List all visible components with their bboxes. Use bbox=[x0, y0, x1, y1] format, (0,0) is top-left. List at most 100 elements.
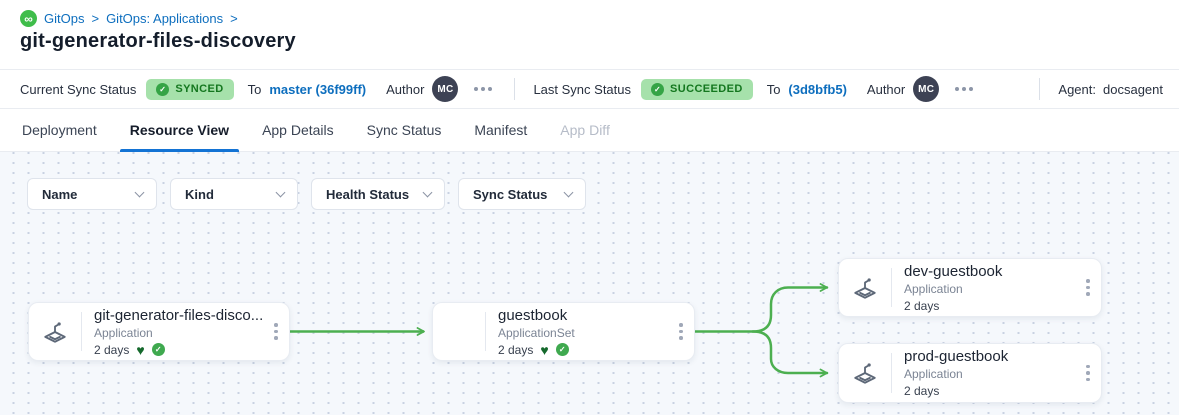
tab-deployment[interactable]: Deployment bbox=[22, 122, 97, 138]
check-circle-icon: ✓ bbox=[651, 82, 665, 96]
app-node-prod-guestbook[interactable]: prod-guestbook Application 2 days bbox=[838, 343, 1102, 403]
current-revision-link[interactable]: master (36f99ff) bbox=[269, 81, 367, 97]
ellipsis-icon bbox=[488, 87, 493, 91]
node-kebab-menu[interactable] bbox=[263, 323, 289, 340]
current-more-options-button[interactable] bbox=[470, 83, 496, 95]
node-kind: ApplicationSet bbox=[498, 325, 575, 340]
node-text: prod-guestbook Application 2 days bbox=[892, 341, 1075, 405]
agent-value: docsagent bbox=[1103, 81, 1163, 97]
tab-sync-status[interactable]: Sync Status bbox=[366, 122, 442, 138]
last-sync-status-badge: ✓ SUCCEEDED bbox=[641, 78, 753, 100]
app-node-git-generator[interactable]: git-generator-files-disco... Application… bbox=[28, 302, 290, 361]
node-kebab-menu[interactable] bbox=[668, 323, 694, 340]
application-icon bbox=[29, 319, 81, 345]
kebab-dot bbox=[274, 329, 278, 334]
health-heart-icon: ♥ bbox=[136, 341, 145, 358]
current-to-label: To bbox=[247, 81, 262, 97]
resource-graph-canvas[interactable]: Name Kind Health Status Sync Status bbox=[0, 152, 1179, 415]
kebab-dot bbox=[1086, 285, 1090, 290]
node-age: 2 days bbox=[904, 384, 940, 398]
last-revision-link[interactable]: (3d8bfb5) bbox=[788, 81, 847, 97]
filter-kind-label: Kind bbox=[185, 186, 214, 202]
status-bar-divider bbox=[1039, 78, 1041, 100]
node-title: git-generator-files-disco... bbox=[94, 306, 263, 324]
agent-label: Agent: bbox=[1058, 81, 1096, 97]
gitops-logo-icon: ∞ bbox=[20, 10, 37, 27]
agent-group: Agent: docsagent bbox=[1021, 78, 1163, 100]
tab-bar: Deployment Resource View App Details Syn… bbox=[0, 109, 1179, 152]
node-text: dev-guestbook Application 2 days bbox=[892, 256, 1075, 320]
ellipsis-icon bbox=[969, 87, 974, 91]
kebab-dot bbox=[679, 336, 683, 340]
tab-app-diff: App Diff bbox=[560, 122, 610, 138]
application-icon bbox=[839, 360, 891, 386]
filter-kind-dropdown[interactable]: Kind bbox=[170, 178, 298, 210]
check-circle-icon: ✓ bbox=[156, 82, 170, 96]
node-age: 2 days bbox=[904, 298, 940, 313]
last-author-avatar: MC bbox=[913, 76, 940, 102]
node-title: prod-guestbook bbox=[904, 348, 1009, 365]
node-kebab-menu[interactable] bbox=[1075, 364, 1101, 382]
tab-app-details[interactable]: App Details bbox=[262, 122, 334, 138]
ellipsis-icon bbox=[955, 87, 960, 91]
node-divider bbox=[485, 312, 486, 351]
node-kind: Application bbox=[904, 281, 963, 296]
breadcrumb-link-applications[interactable]: GitOps: Applications bbox=[106, 11, 224, 26]
tab-manifest[interactable]: Manifest bbox=[474, 122, 528, 138]
node-kebab-menu[interactable] bbox=[1075, 279, 1101, 296]
kebab-dot bbox=[1086, 377, 1090, 382]
chevron-down-icon bbox=[422, 187, 433, 198]
app-node-dev-guestbook[interactable]: dev-guestbook Application 2 days bbox=[838, 258, 1102, 317]
current-sync-status-badge-text: SYNCED bbox=[175, 83, 224, 95]
filter-sync-status-label: Sync Status bbox=[473, 186, 548, 202]
page-title: git-generator-files-discovery bbox=[20, 30, 296, 52]
node-kind: Application bbox=[904, 367, 963, 381]
breadcrumb-separator: > bbox=[230, 11, 238, 26]
status-bar-divider bbox=[514, 78, 516, 100]
last-to-label: To bbox=[766, 81, 781, 97]
sync-check-icon: ✓ bbox=[151, 343, 165, 356]
node-title: guestbook bbox=[498, 306, 568, 324]
node-divider bbox=[891, 268, 892, 307]
ellipsis-icon bbox=[962, 87, 967, 91]
filter-health-status-dropdown[interactable]: Health Status bbox=[311, 178, 445, 210]
node-age-row: 2 days ♥ ✓ bbox=[498, 343, 668, 357]
node-text: guestbook ApplicationSet 2 days ♥ ✓ bbox=[486, 300, 668, 364]
filter-bar: Name Kind Health Status Sync Status bbox=[27, 178, 586, 210]
application-icon bbox=[839, 275, 891, 301]
filter-name-label: Name bbox=[42, 186, 78, 202]
kebab-dot bbox=[679, 329, 683, 334]
current-author-label: Author bbox=[386, 81, 425, 97]
current-sync-status-badge: ✓ SYNCED bbox=[146, 78, 234, 100]
ellipsis-icon bbox=[474, 87, 479, 91]
node-text: git-generator-files-disco... Application… bbox=[82, 300, 263, 364]
kebab-dot bbox=[1086, 364, 1090, 369]
sync-check-icon: ✓ bbox=[555, 343, 569, 356]
node-age: 2 days bbox=[94, 342, 130, 357]
app-node-guestbook[interactable]: guestbook ApplicationSet 2 days ♥ ✓ bbox=[432, 302, 695, 361]
kebab-dot bbox=[1086, 292, 1090, 296]
node-divider bbox=[81, 312, 82, 351]
filter-name-dropdown[interactable]: Name bbox=[27, 178, 157, 210]
last-author-label: Author bbox=[866, 81, 906, 97]
breadcrumb: ∞ GitOps > GitOps: Applications > bbox=[20, 10, 238, 27]
breadcrumb-link-gitops[interactable]: GitOps bbox=[44, 11, 85, 26]
chevron-down-icon bbox=[134, 187, 145, 198]
page-header: ∞ GitOps > GitOps: Applications > git-ge… bbox=[0, 0, 1179, 69]
filter-health-status-label: Health Status bbox=[326, 186, 410, 202]
node-divider bbox=[891, 353, 892, 393]
chevron-down-icon bbox=[275, 187, 286, 198]
kebab-dot bbox=[679, 323, 683, 327]
node-age: 2 days bbox=[498, 342, 534, 357]
node-title: dev-guestbook bbox=[904, 262, 1003, 280]
last-sync-status-badge-text: SUCCEEDED bbox=[670, 83, 743, 95]
last-sync-status-label: Last Sync Status bbox=[533, 81, 632, 97]
tab-resource-view[interactable]: Resource View bbox=[119, 109, 240, 152]
chevron-down-icon bbox=[563, 187, 574, 198]
node-age-row: 2 days bbox=[904, 384, 1075, 398]
node-kind: Application bbox=[94, 325, 153, 340]
last-more-options-button[interactable] bbox=[951, 83, 977, 95]
kebab-dot bbox=[1086, 371, 1090, 375]
kebab-dot bbox=[274, 336, 278, 340]
filter-sync-status-dropdown[interactable]: Sync Status bbox=[458, 178, 586, 210]
